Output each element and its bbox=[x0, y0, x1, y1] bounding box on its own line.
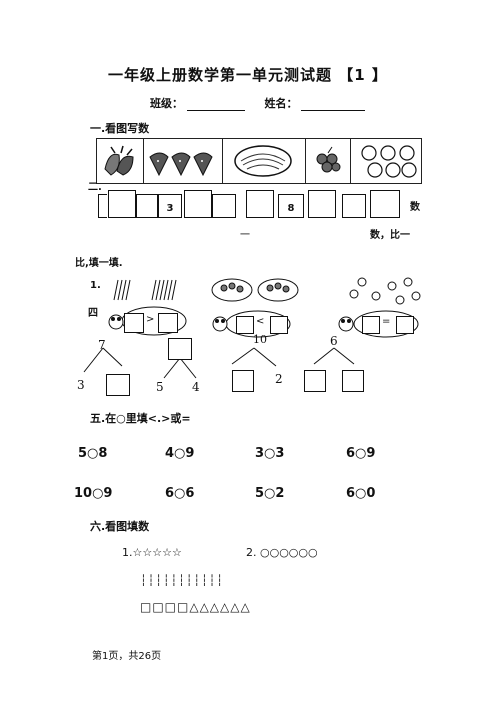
split-3-answer-box[interactable] bbox=[232, 370, 254, 392]
fruit-bowl-1-icon bbox=[211, 278, 253, 302]
sequence-box-6[interactable] bbox=[308, 190, 336, 218]
vegetables-picture bbox=[104, 145, 134, 176]
name-blank[interactable] bbox=[301, 100, 366, 111]
sequence-given-8: 8 bbox=[278, 194, 304, 218]
section-4-fragment: 四 bbox=[88, 308, 98, 319]
compare-row-2-item-3[interactable]: 5○2 bbox=[255, 486, 285, 501]
section-5-heading: 五.在○里填<.>或= bbox=[90, 412, 191, 425]
picture-cell-5 bbox=[351, 139, 425, 183]
sequence-box-3[interactable] bbox=[184, 190, 212, 218]
split-1-top: 7 bbox=[98, 338, 106, 352]
picture-strip bbox=[96, 138, 422, 184]
compare-box-1a[interactable] bbox=[124, 313, 144, 333]
compare-row-1-item-1[interactable]: 5○8 bbox=[78, 446, 108, 461]
sequence-box-1[interactable] bbox=[108, 190, 136, 218]
compare-row-2-item-2[interactable]: 6○6 bbox=[165, 486, 195, 501]
strawberries-picture bbox=[149, 152, 213, 177]
sequence-given-3: 3 bbox=[158, 194, 182, 218]
panda-icon-2 bbox=[212, 316, 228, 332]
grapes-picture bbox=[316, 146, 341, 173]
picture-cell-3 bbox=[223, 139, 306, 183]
number-sequence: 3 8 数 bbox=[98, 188, 428, 220]
compare-row-1-item-2[interactable]: 4○9 bbox=[165, 446, 195, 461]
panda-icon-3 bbox=[338, 316, 354, 332]
split-4-answer-box-left[interactable] bbox=[304, 370, 326, 392]
compare-row-2-item-4[interactable]: 6○0 bbox=[346, 486, 376, 501]
page-footer: 第1页，共26页 bbox=[92, 651, 162, 662]
class-blank[interactable] bbox=[186, 100, 245, 111]
picture-cell-1 bbox=[97, 139, 144, 183]
compare-yi: 一 bbox=[240, 230, 250, 241]
sequence-box-8[interactable] bbox=[370, 190, 400, 218]
sequence-box-4[interactable] bbox=[212, 194, 236, 218]
sequence-box-2[interactable] bbox=[136, 194, 158, 218]
section-6-heading: 六.看图填数 bbox=[90, 520, 150, 533]
apples-picture bbox=[361, 145, 417, 178]
name-label: 姓名： bbox=[264, 97, 298, 110]
fruit-bowl-2-icon bbox=[257, 278, 299, 302]
split-3-right: 2 bbox=[275, 372, 283, 386]
split-1-answer-box[interactable] bbox=[106, 374, 130, 396]
split-1-left: 3 bbox=[77, 378, 85, 392]
compare-box-2b[interactable] bbox=[270, 316, 288, 334]
section-1-heading: 一.看图写数 bbox=[90, 122, 150, 135]
split-3-top: 10 bbox=[253, 333, 267, 346]
compare-sign-2: < bbox=[256, 316, 265, 327]
picture-cell-2 bbox=[144, 139, 223, 183]
shapes-row: □□□□△△△△△△ bbox=[140, 600, 251, 614]
class-label: 班级： bbox=[150, 97, 183, 110]
page-title: 一年级上册数学第一单元测试题 【1 】 bbox=[108, 66, 388, 84]
watermelon-picture bbox=[234, 145, 292, 177]
apples-scatter-icon bbox=[349, 277, 421, 305]
compare-box-1b[interactable] bbox=[158, 313, 178, 333]
question-2-circles: 2. ○○○○○○ bbox=[246, 546, 318, 559]
pencils-icon bbox=[113, 279, 177, 301]
split-4-answer-box-right[interactable] bbox=[342, 370, 364, 392]
compare-instruction: 比,填一填. bbox=[75, 258, 123, 269]
split-2-answer-box[interactable] bbox=[168, 338, 192, 360]
sequence-box-5[interactable] bbox=[246, 190, 274, 218]
split-tree-lines bbox=[83, 347, 355, 379]
split-2-right: 4 bbox=[192, 380, 200, 394]
section-2-fragment: 二. bbox=[88, 182, 102, 193]
split-4-top: 6 bbox=[330, 334, 338, 348]
compare-tail: 数，比一 bbox=[370, 230, 410, 241]
picture-cell-4 bbox=[306, 139, 351, 183]
student-info: 班级： 姓名： bbox=[150, 95, 366, 111]
panda-icon-1 bbox=[108, 314, 124, 330]
sequence-bracket-start bbox=[98, 194, 107, 218]
question-number-1: 1. bbox=[90, 280, 101, 291]
compare-row-1-item-4[interactable]: 6○9 bbox=[346, 446, 376, 461]
compare-row-2-item-1[interactable]: 10○9 bbox=[74, 486, 113, 501]
question-1-stars: 1.☆☆☆☆☆ bbox=[122, 546, 182, 559]
compare-box-2a[interactable] bbox=[236, 316, 254, 334]
sequence-suffix: 数 bbox=[410, 202, 420, 213]
sticks-row: ┆┆┆┆┆┆┆┆┆┆┆ bbox=[140, 574, 224, 587]
split-2-left: 5 bbox=[156, 380, 164, 394]
compare-row-1-item-3[interactable]: 3○3 bbox=[255, 446, 285, 461]
compare-box-3b[interactable] bbox=[396, 316, 414, 334]
sequence-box-7[interactable] bbox=[342, 194, 366, 218]
compare-sign-3: = bbox=[382, 316, 391, 327]
compare-sign-1: > bbox=[146, 314, 155, 325]
compare-box-3a[interactable] bbox=[362, 316, 380, 334]
